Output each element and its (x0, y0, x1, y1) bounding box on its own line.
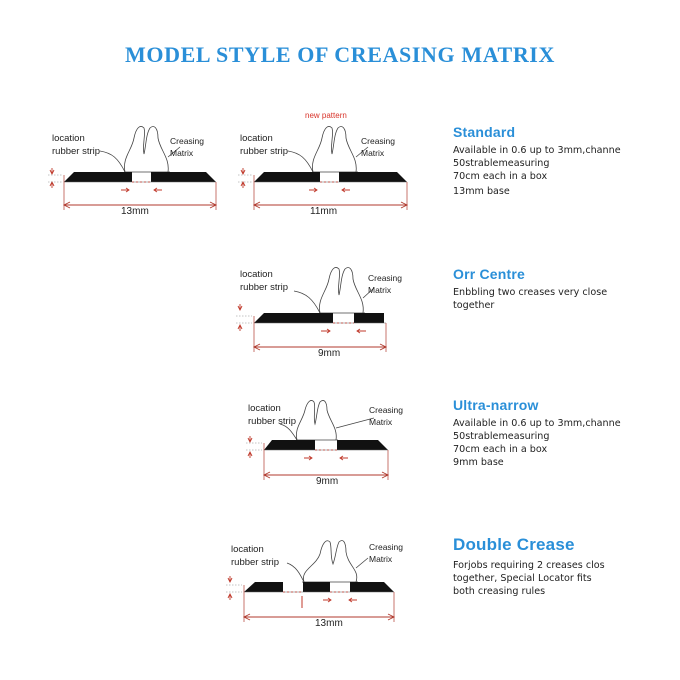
description-line: Forjobs requiring 2 creases clos (453, 560, 605, 571)
matrix-label-5: Matrix (369, 554, 393, 564)
location-label-2: location (240, 133, 273, 144)
description-line: Available in 0.6 up to 3mm,channe (453, 145, 621, 156)
style-description-ultra-narrow: Available in 0.6 up to 3mm,channe 50stra… (453, 417, 673, 469)
creasing-label-4: Creasing (369, 405, 404, 415)
description-line: 70cm each in a box (453, 171, 548, 182)
description-line: 50strablemeasuring (453, 431, 550, 442)
style-name-standard: Standard (453, 124, 516, 140)
rubber-strip-label-2: rubber strip (240, 146, 289, 157)
dimension-label-2: 11mm (310, 206, 338, 217)
description-line: together (453, 300, 495, 311)
description-line: 9mm base (453, 457, 504, 468)
rubber-strip-label-3: rubber strip (240, 282, 289, 293)
style-description-orr-centre: Enbbling two creases very close together (453, 286, 673, 312)
matrix-label-4: Matrix (369, 417, 393, 427)
creasing-label-5: Creasing (369, 542, 404, 552)
description-line: together, Special Locator fits (453, 573, 592, 584)
matrix-label-2: Matrix (361, 148, 385, 158)
style-name-orr-centre: Orr Centre (453, 266, 526, 282)
rubber-strip-label-5: rubber strip (231, 557, 280, 568)
dimension-label-1: 13mm (121, 206, 149, 217)
location-label-5: location (231, 544, 264, 555)
rubber-strip-label-4: rubber strip (248, 416, 297, 427)
description-line: Available in 0.6 up to 3mm,channe (453, 418, 621, 429)
style-description-double-crease: Forjobs requiring 2 creases clos togethe… (453, 559, 673, 598)
style-name-double-crease: Double Crease (453, 535, 575, 554)
style-description-standard: Available in 0.6 up to 3mm,channe 50stra… (453, 144, 673, 198)
creasing-label-2: Creasing (361, 136, 396, 146)
rubber-strip-label-1: rubber strip (52, 146, 101, 157)
description-line: both creasing rules (453, 586, 546, 597)
matrix-label-1: Matrix (170, 148, 194, 158)
style-double-crease: Double Crease Forjobs requiring 2 crease… (453, 535, 673, 598)
dimension-label-3: 9mm (318, 348, 341, 359)
description-line: 50strablemeasuring (453, 158, 550, 169)
creasing-label-1: Creasing (170, 136, 205, 146)
new-pattern-label: new pattern (305, 111, 347, 120)
style-name-ultra-narrow: Ultra-narrow (453, 397, 539, 413)
description-line: 70cm each in a box (453, 444, 548, 455)
dimension-label-4: 9mm (316, 476, 339, 487)
matrix-label-3: Matrix (368, 285, 392, 295)
location-label-4: location (248, 403, 281, 414)
location-label-1: location (52, 133, 85, 144)
description-line: 13mm base (453, 186, 510, 197)
style-ultra-narrow: Ultra-narrow Available in 0.6 up to 3mm,… (453, 397, 673, 469)
dimension-label-5: 13mm (315, 618, 343, 629)
location-label-3: location (240, 269, 273, 280)
description-line: Enbbling two creases very close (453, 287, 608, 298)
creasing-label-3: Creasing (368, 273, 403, 283)
page-title: MODEL STYLE OF CREASING MATRIX (125, 42, 555, 67)
style-standard: Standard Available in 0.6 up to 3mm,chan… (453, 124, 673, 198)
style-orr-centre: Orr Centre Enbbling two creases very clo… (453, 266, 673, 312)
